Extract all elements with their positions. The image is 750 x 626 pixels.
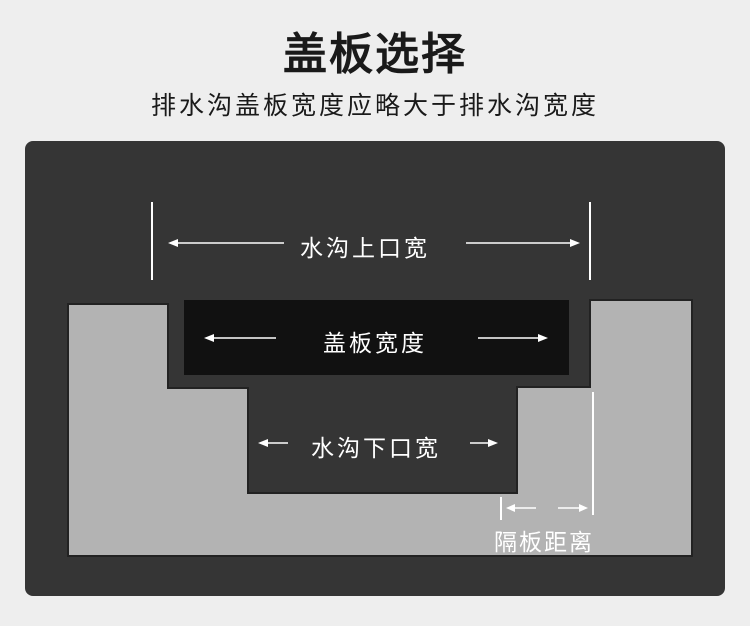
page-title: 盖板选择: [283, 29, 467, 80]
cover-gap-label: 隔板距离: [494, 530, 594, 556]
bottom-opening-width-label: 水沟下口宽: [311, 436, 441, 462]
ground-cross-section: [67, 299, 693, 557]
cover-width-label: 盖板宽度: [323, 331, 427, 357]
top-opening-width-label: 水沟上口宽: [300, 236, 430, 262]
page-subtitle: 排水沟盖板宽度应略大于排水沟宽度: [150, 91, 599, 120]
